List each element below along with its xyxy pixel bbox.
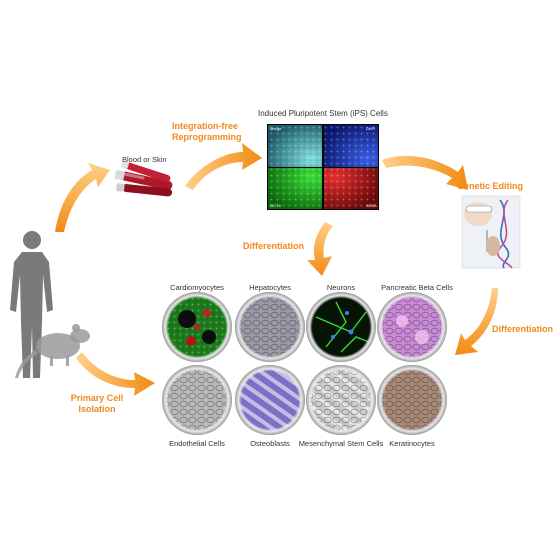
reprogramming-label-line-2: Reprogramming (172, 132, 242, 142)
arrow-differentiation-down (307, 222, 333, 276)
arrow-reprogramming (185, 143, 262, 190)
primary-cell-isolation-label: Primary Cell Isolation (62, 393, 132, 415)
differentiation-label-top: Differentiation (243, 241, 305, 251)
blood-tubes-image (114, 160, 173, 197)
dish-hepatocytes (235, 292, 305, 362)
ips-quadrant-oct4: OCT4 (270, 203, 281, 208)
ips-cells-image (267, 124, 379, 210)
ips-quadrant-merge: Merge (270, 126, 282, 131)
cell-label-mesenchymal-stem-cells: Mesenchymal Stem Cells (298, 439, 384, 448)
arrow-differentiation-right (455, 288, 498, 355)
blood-or-skin-label: Blood or Skin (122, 155, 167, 164)
dish-pancreatic-beta-cells (377, 292, 447, 362)
primary-cell-isolation-line-2: Isolation (78, 404, 116, 414)
differentiation-label-right: Differentiation (492, 324, 554, 334)
dish-cardiomyocytes (162, 292, 232, 362)
arrow-human-to-blood (55, 163, 110, 232)
reprogramming-label: Integration-free Reprogramming (172, 121, 242, 143)
cell-label-hepatocytes: Hepatocytes (249, 283, 291, 292)
reprogramming-label-line-1: Integration-free (172, 121, 239, 131)
human-silhouette-icon (10, 231, 53, 378)
genetic-editing-image (461, 195, 521, 269)
cell-label-osteoblasts: Osteoblasts (250, 439, 290, 448)
genetic-editing-label: Genetic Editing (457, 181, 524, 191)
ips-quadrant-dapi: DAPI (366, 126, 376, 131)
dish-keratinocytes (377, 365, 447, 435)
cell-label-neurons: Neurons (326, 283, 356, 292)
cell-label-endothelial-cells: Endothelial Cells (169, 439, 225, 448)
dish-neurons (306, 292, 376, 362)
rat-silhouette-icon (15, 324, 90, 378)
arrow-primary-isolation (76, 352, 155, 396)
dish-mesenchymal-stem-cells (306, 365, 376, 435)
dish-osteoblasts (235, 365, 305, 435)
cell-label-cardiomyocytes: Cardiomyocytes (170, 283, 224, 292)
ips-title: Induced Pluripotent Stem (iPS) Cells (258, 109, 388, 118)
ips-quadrant-ssea: SSEA (366, 203, 377, 208)
dish-endothelial-cells (162, 365, 232, 435)
cell-label-pancreatic-beta-cells: Pancreatic Beta Cells (381, 283, 453, 292)
arrow-to-genetic-editing (382, 155, 468, 190)
cell-label-keratinocytes: Keratinocytes (389, 439, 435, 448)
primary-cell-isolation-line-1: Primary Cell (70, 393, 124, 403)
